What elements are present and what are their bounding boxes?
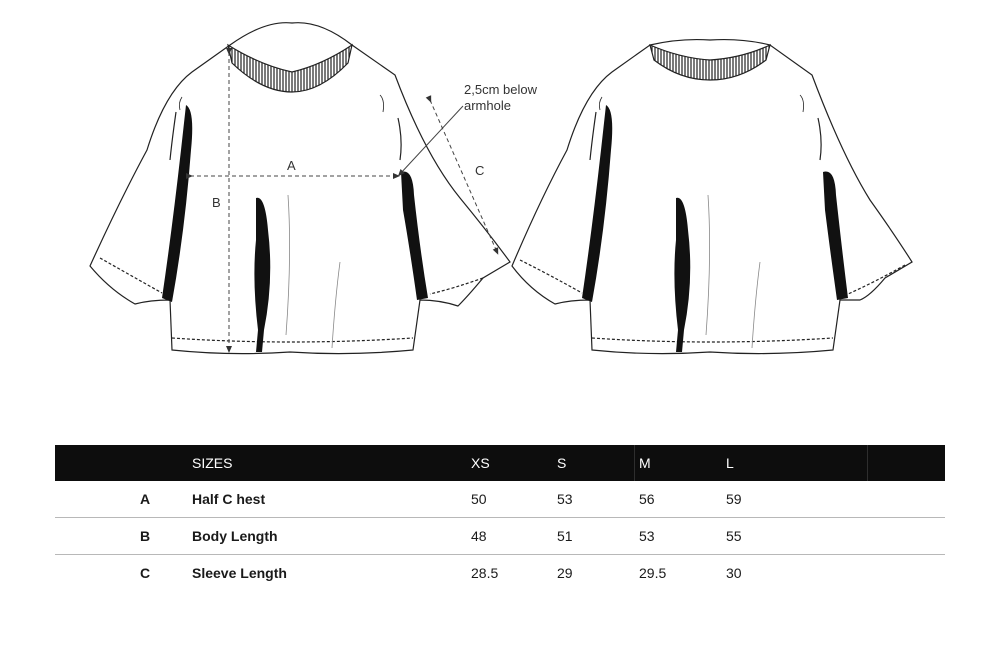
back-black-stripes [582, 105, 848, 352]
front-black-stripes [162, 105, 428, 352]
header-sizes: SIZES [192, 455, 233, 471]
cell-xs: 50 [471, 491, 487, 507]
size-table: SIZES XS S M L A Half C hest 50 53 56 59… [55, 445, 945, 591]
header-size-l: L [726, 455, 734, 471]
row-label: Body Length [192, 528, 278, 544]
row-code: A [140, 491, 151, 507]
cell-s: 53 [557, 491, 573, 507]
technical-drawing [89, 22, 913, 355]
back-view [511, 38, 913, 355]
row-code: B [140, 528, 151, 544]
cell-xs: 48 [471, 528, 487, 544]
front-dimension-lines [186, 48, 499, 353]
header-divider [867, 445, 868, 481]
dimension-b-label: B [212, 195, 221, 210]
row-label: Sleeve Length [192, 565, 287, 581]
armhole-note: 2,5cm below armhole [464, 82, 537, 114]
header-divider [634, 445, 635, 481]
header-size-xs: XS [471, 455, 490, 471]
cell-l: 30 [726, 565, 742, 581]
cell-s: 29 [557, 565, 573, 581]
size-table-header: SIZES XS S M L [55, 445, 945, 481]
table-row: A Half C hest 50 53 56 59 [55, 481, 945, 518]
header-size-s: S [557, 455, 567, 471]
cell-m: 29.5 [639, 565, 667, 581]
header-size-m: M [639, 455, 651, 471]
armhole-note-line1: 2,5cm below [464, 82, 537, 97]
table-row: B Body Length 48 51 53 55 [55, 518, 945, 555]
cell-l: 55 [726, 528, 742, 544]
armhole-note-line2: armhole [464, 98, 511, 113]
dimension-a-label: A [287, 158, 296, 173]
dimension-c-label: C [475, 163, 485, 178]
cell-l: 59 [726, 491, 742, 507]
cell-xs: 28.5 [471, 565, 499, 581]
row-label: Half C hest [192, 491, 266, 507]
cell-m: 56 [639, 491, 655, 507]
cell-s: 51 [557, 528, 573, 544]
table-row: C Sleeve Length 28.5 29 29.5 30 [55, 555, 945, 591]
front-view [89, 22, 511, 355]
row-code: C [140, 565, 151, 581]
cell-m: 53 [639, 528, 655, 544]
